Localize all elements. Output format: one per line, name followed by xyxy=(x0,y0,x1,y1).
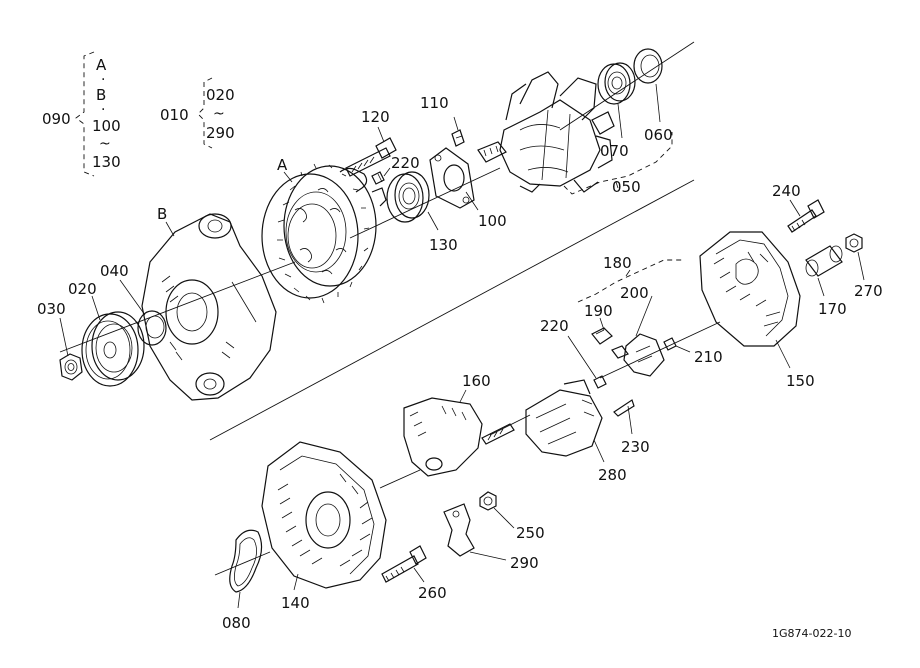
part-110-screw xyxy=(451,116,465,147)
part-260-bolt xyxy=(381,545,427,583)
callout-180: 180 xyxy=(603,254,632,272)
part-070-bearing xyxy=(597,62,636,139)
part-100-retainer-plate xyxy=(429,147,479,211)
group-010-line-290: 290 xyxy=(206,124,235,142)
callout-230: 230 xyxy=(621,438,650,456)
part-220-screw-lower xyxy=(567,335,607,389)
part-240-bolt xyxy=(787,199,825,233)
callout-140: 140 xyxy=(281,594,310,612)
part-130-bearing xyxy=(386,171,439,231)
part-200-brush-holder xyxy=(611,295,665,377)
callout-280: 280 xyxy=(598,466,627,484)
part-280-regulator xyxy=(525,379,605,463)
callout-b: B xyxy=(157,205,167,223)
group-010-line-020: 020 xyxy=(206,86,235,104)
callout-150: 150 xyxy=(786,372,815,390)
callout-220-lower: 220 xyxy=(540,317,569,335)
callout-130: 130 xyxy=(429,236,458,254)
drawing-code: 1G874-022-10 xyxy=(772,627,851,640)
part-b-front-frame xyxy=(141,213,277,401)
callout-100: 100 xyxy=(478,212,507,230)
callout-250: 250 xyxy=(516,524,545,542)
callout-040: 040 xyxy=(100,262,129,280)
part-140-rear-frame xyxy=(261,441,387,591)
part-160-rectifier xyxy=(403,389,515,477)
callout-070: 070 xyxy=(600,142,629,160)
part-210-screw xyxy=(663,337,691,353)
callout-190: 190 xyxy=(584,302,613,320)
part-250-nut xyxy=(479,491,515,529)
part-030-nut xyxy=(59,317,83,381)
group-010-tilde: ~ xyxy=(213,106,225,122)
callout-170: 170 xyxy=(818,300,847,318)
group-090-number: 090 xyxy=(42,110,71,128)
part-190-brush xyxy=(591,317,613,345)
callout-220-upper: 220 xyxy=(391,154,420,172)
group-090-line-100: 100 xyxy=(92,117,121,135)
part-230-screw xyxy=(613,399,635,435)
part-220-screw-upper xyxy=(371,167,391,185)
part-020-pulley xyxy=(81,295,145,387)
callout-120: 120 xyxy=(361,108,390,126)
callout-labels: 120 110 220 100 130 070 060 050 A B 040 … xyxy=(37,94,883,632)
group-bracket-180 xyxy=(577,259,684,303)
part-170-spacer xyxy=(805,245,843,297)
callout-030: 030 xyxy=(37,300,66,318)
callout-020: 020 xyxy=(68,280,97,298)
group-090-tilde: ~ xyxy=(99,136,111,152)
part-a-stator xyxy=(261,163,387,304)
callout-260: 260 xyxy=(418,584,447,602)
callout-060: 060 xyxy=(644,126,673,144)
callout-080: 080 xyxy=(222,614,251,632)
part-050-rotor xyxy=(477,71,615,193)
part-150-rear-cover xyxy=(699,231,801,369)
callout-200: 200 xyxy=(620,284,649,302)
group-bracket-050 xyxy=(563,132,673,195)
callout-270: 270 xyxy=(854,282,883,300)
group-090-dot: · xyxy=(101,72,105,88)
divider-line xyxy=(209,179,695,441)
group-090-dot: · xyxy=(101,102,105,118)
part-080-seal-ring xyxy=(229,529,263,609)
group-bracket-010: 010 020 ~ 290 xyxy=(160,77,235,149)
callout-240: 240 xyxy=(772,182,801,200)
group-090-line-b: B xyxy=(96,86,106,104)
group-010-number: 010 xyxy=(160,106,189,124)
group-bracket-090: 090 A · B · 100 ~ 130 xyxy=(42,51,121,177)
group-090-line-130: 130 xyxy=(92,153,121,171)
callout-110: 110 xyxy=(420,94,449,112)
callout-290: 290 xyxy=(510,554,539,572)
part-290-terminal-plate xyxy=(443,503,507,561)
part-270-nut xyxy=(845,233,865,281)
group-090-line-a: A xyxy=(96,56,107,74)
callout-210: 210 xyxy=(694,348,723,366)
callout-a: A xyxy=(277,156,288,174)
callout-160: 160 xyxy=(462,372,491,390)
callout-050: 050 xyxy=(612,178,641,196)
part-060-cover xyxy=(633,48,663,123)
part-120-stud-bolt xyxy=(345,126,397,177)
